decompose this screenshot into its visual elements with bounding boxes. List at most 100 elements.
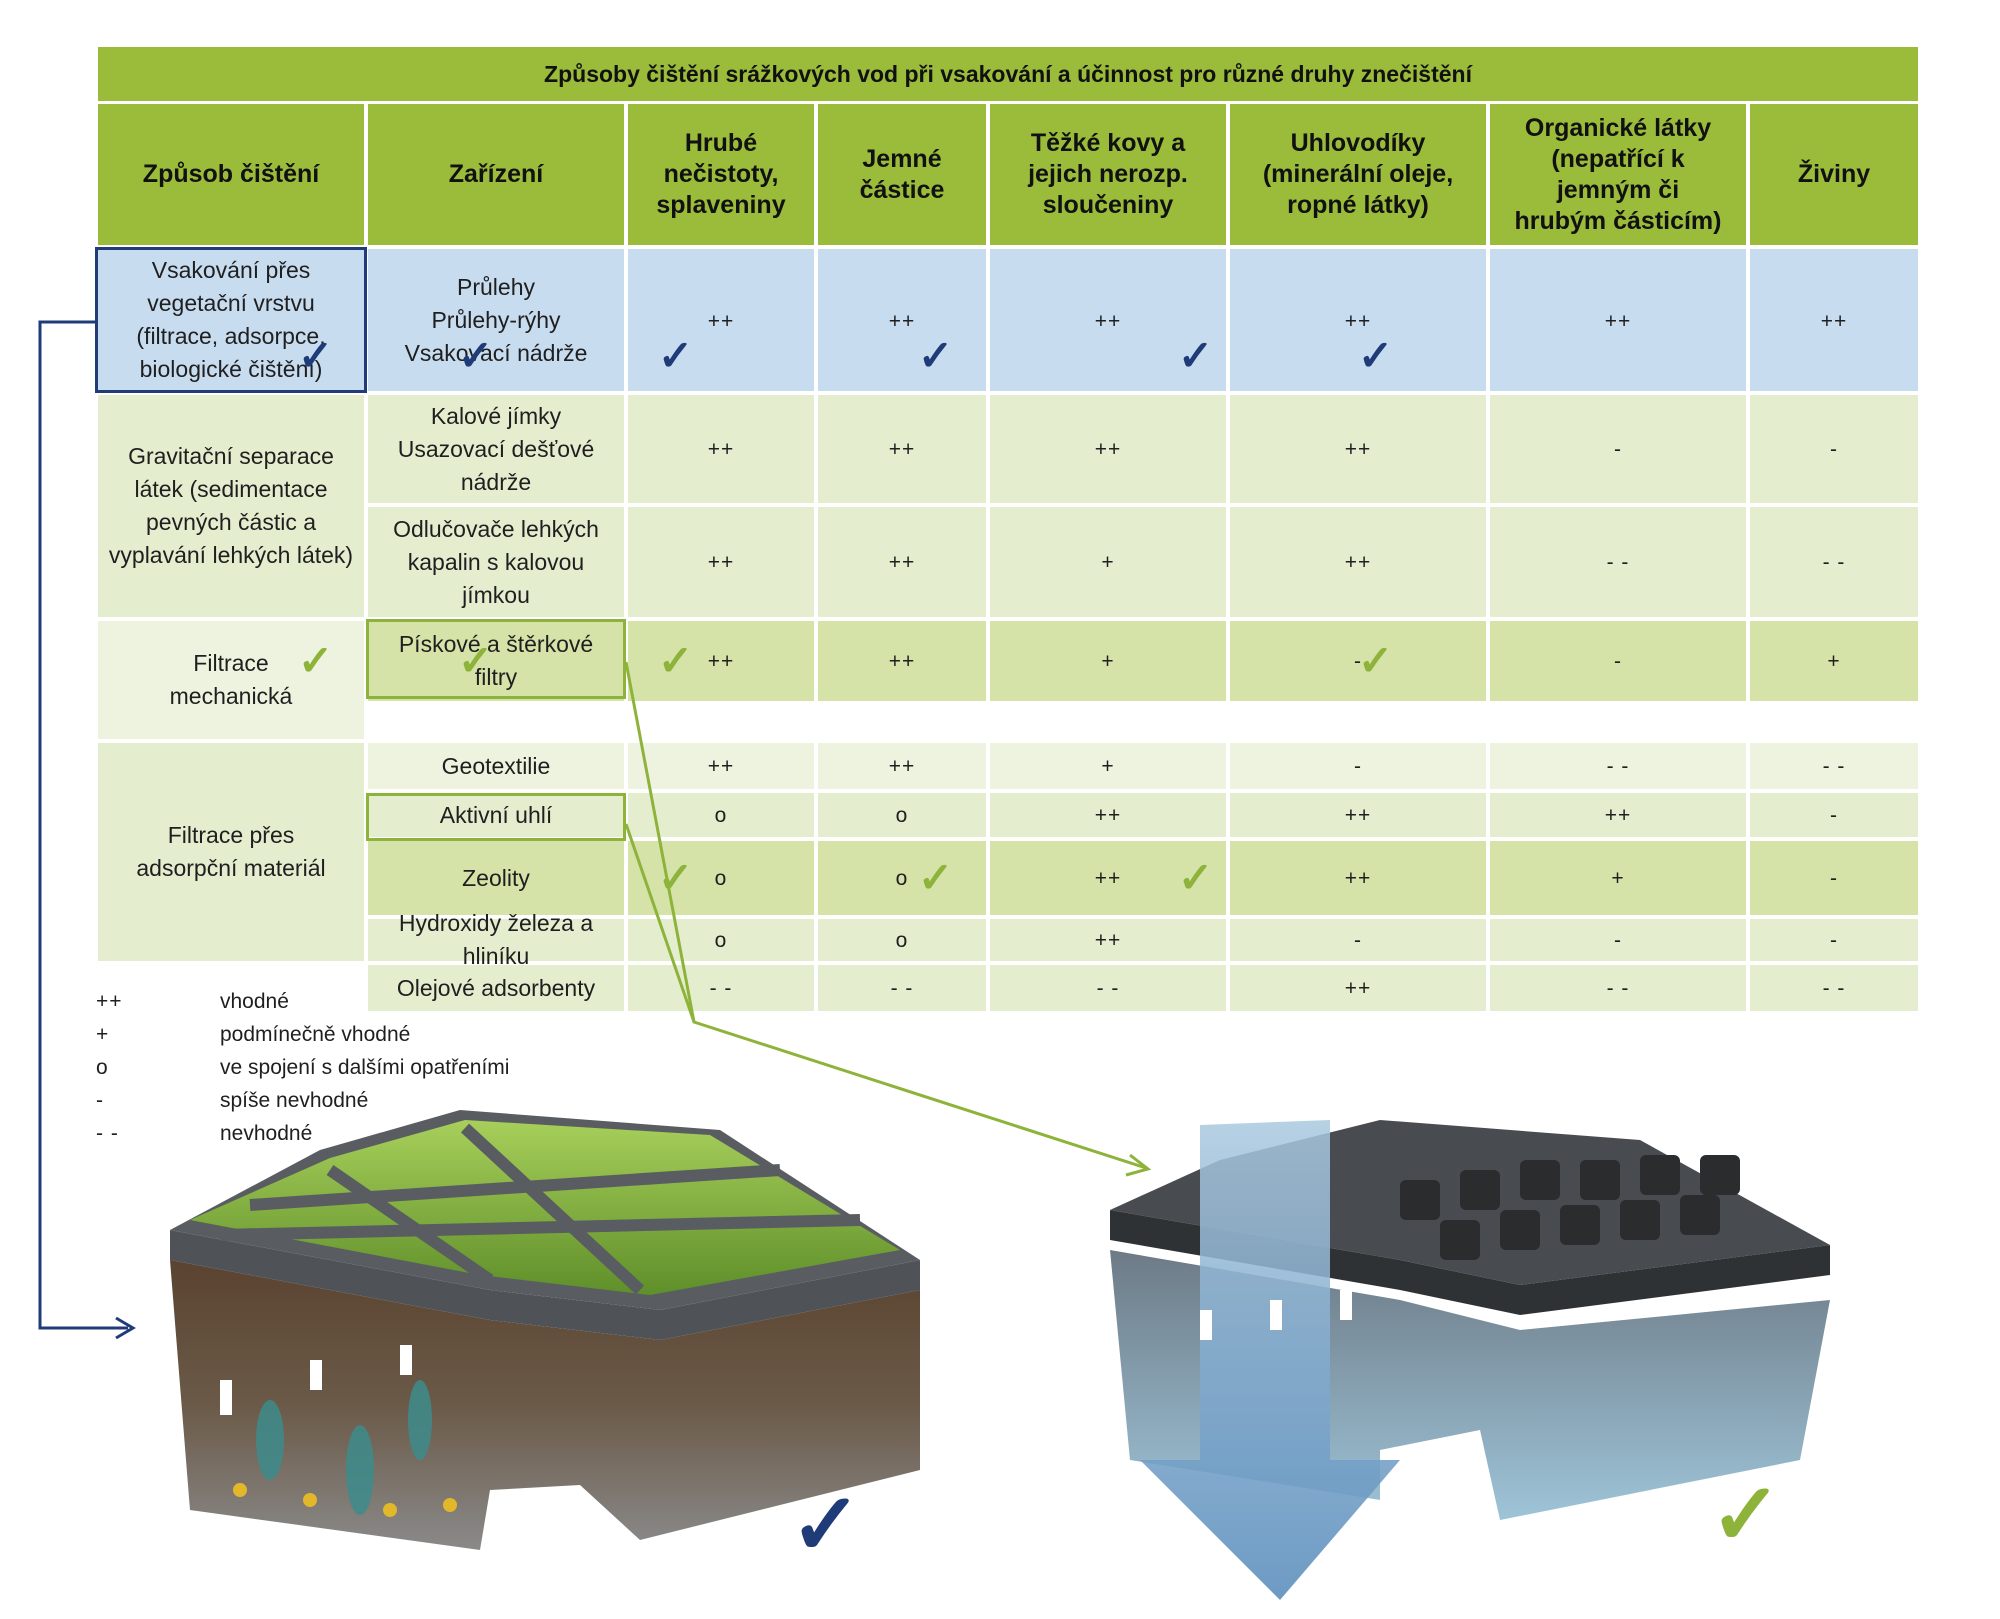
green-check-icon: ✓ xyxy=(918,854,954,901)
header-fine: Jemné částice xyxy=(818,104,986,245)
legend-row: o ve spojení s dalšími opatřeními xyxy=(96,1051,509,1084)
rating-cell: ++ xyxy=(1490,793,1746,837)
green-check-icon: ✓ xyxy=(458,637,494,684)
legend-text: nevhodné xyxy=(220,1121,313,1145)
rating-cell: - xyxy=(1750,919,1918,961)
rating-cell: - - xyxy=(1490,743,1746,789)
rating-cell: ++ xyxy=(1230,965,1486,1011)
rating-cell: + xyxy=(1490,841,1746,915)
rating-cell: - xyxy=(1490,621,1746,701)
rating-cell: - - xyxy=(1750,965,1918,1011)
rating-cell: - xyxy=(1490,919,1746,961)
device-cell: Olejové adsorbenty xyxy=(368,965,624,1011)
rating-cell: + xyxy=(990,621,1226,701)
rating-cell: o xyxy=(818,841,986,915)
rating-cell: ++ xyxy=(990,395,1226,503)
legend-symbol: + xyxy=(96,1022,110,1046)
rating-cell: ++ xyxy=(628,395,814,503)
rating-cell: ++ xyxy=(990,793,1226,837)
blue-check-icon: ✓ xyxy=(1178,332,1214,379)
blue-check-icon: ✓ xyxy=(918,332,954,379)
legend-symbol: ++ xyxy=(96,989,123,1013)
rating-cell: - xyxy=(1750,793,1918,837)
legend-text: spíše nevhodné xyxy=(220,1088,369,1112)
rating-cell: ++ xyxy=(628,249,814,391)
rating-cell: ++ xyxy=(818,249,986,391)
device-cell: Odlučovače lehkých kapalin s kalovou jím… xyxy=(368,507,624,617)
legend-symbol: o xyxy=(96,1055,109,1079)
method-vegetation: Vsakování přes vegetační vrstvu (filtrac… xyxy=(98,249,364,391)
zeolite-highlight xyxy=(366,793,626,841)
rating-cell: ++ xyxy=(1230,395,1486,503)
rating-cell: - xyxy=(1750,395,1918,503)
device-cell: Aktivní uhlí xyxy=(368,793,624,837)
rating-cell: - xyxy=(1230,621,1486,701)
header-coarse: Hrubé nečistoty, splaveniny xyxy=(628,104,814,245)
blue-check-icon: ✓ xyxy=(790,1477,863,1573)
header-organic: Organické látky (nepatřící k jemným či h… xyxy=(1490,104,1746,245)
rating-cell: ++ xyxy=(818,621,986,701)
rating-cell: ++ xyxy=(818,743,986,789)
rating-cell: - - xyxy=(990,965,1226,1011)
rating-cell: ++ xyxy=(1490,249,1746,391)
rating-cell: - xyxy=(1230,919,1486,961)
blue-check-icon: ✓ xyxy=(298,332,334,379)
rating-cell: + xyxy=(990,507,1226,617)
header-device: Zařízení xyxy=(368,104,624,245)
header-method: Způsob čištění xyxy=(98,104,364,245)
device-cell: Kalové jímky Usazovací dešťové nádrže xyxy=(368,395,624,503)
rating-cell: + xyxy=(1750,621,1918,701)
method-adsorption: Filtrace přes adsorpční materiál xyxy=(98,743,364,961)
rating-cell: - - xyxy=(1750,507,1918,617)
blue-check-icon: ✓ xyxy=(458,332,494,379)
legend-symbol: - - xyxy=(96,1121,119,1145)
rating-cell: ++ xyxy=(818,507,986,617)
rating-cell: - - xyxy=(1490,507,1746,617)
grass-paver-infiltration-icon xyxy=(170,1110,920,1550)
device-cell: Průlehy Průlehy-rýhy Vsakovací nádrže xyxy=(368,249,624,391)
rating-cell: ++ xyxy=(1230,249,1486,391)
rating-cell: - - xyxy=(1490,965,1746,1011)
header-hydrocarbons: Uhlovodíky (minerální oleje, ropné látky… xyxy=(1230,104,1486,245)
method-mechanical: Filtrace mechanická xyxy=(98,621,364,739)
rating-cell: ++ xyxy=(1750,249,1918,391)
device-cell: Geotextilie xyxy=(368,743,624,789)
legend-text: podmínečně vhodné xyxy=(220,1022,411,1046)
green-check-icon: ✓ xyxy=(298,637,334,684)
rating-cell: - xyxy=(1490,395,1746,503)
rating-cell: ++ xyxy=(818,395,986,503)
rating-cell: - - xyxy=(1750,743,1918,789)
rating-cell: o xyxy=(818,919,986,961)
blue-check-icon: ✓ xyxy=(658,332,694,379)
rating-cell: o xyxy=(628,919,814,961)
rating-cell: ++ xyxy=(628,621,814,701)
rating-cell: + xyxy=(990,743,1226,789)
legend-row: + podmínečně vhodné xyxy=(96,1018,509,1051)
legend-symbol: - xyxy=(96,1088,104,1112)
green-check-icon: ✓ xyxy=(1710,1467,1783,1563)
permeable-paver-filter-icon xyxy=(1110,1120,1830,1600)
method-gravity: Gravitační separace látek (sedimentace p… xyxy=(98,395,364,617)
rating-cell: ++ xyxy=(990,919,1226,961)
vegetation-highlight xyxy=(95,247,367,393)
green-check-icon: ✓ xyxy=(658,637,694,684)
header-metals: Těžké kovy a jejich nerozp. sloučeniny xyxy=(990,104,1226,245)
rating-cell: - xyxy=(1230,743,1486,789)
rating-cell: o xyxy=(628,841,814,915)
legend-text: ve spojení s dalšími opatřeními xyxy=(220,1055,510,1079)
rating-cell: ++ xyxy=(1230,793,1486,837)
legend-row: - - nevhodné xyxy=(96,1117,509,1150)
header-nutrients: Živiny xyxy=(1750,104,1918,245)
table-title: Způsoby čištění srážkových vod při vsako… xyxy=(98,47,1918,101)
sand-filter-highlight xyxy=(366,619,626,699)
green-check-icon: ✓ xyxy=(1178,854,1214,901)
rating-cell: o xyxy=(818,793,986,837)
device-cell: Hydroxidy železa a hliníku xyxy=(368,910,624,969)
rating-cell: ++ xyxy=(628,743,814,789)
rating-cell: ++ xyxy=(1230,507,1486,617)
rating-cell: ++ xyxy=(628,507,814,617)
rating-cell: - - xyxy=(628,965,814,1011)
rating-cell: - - xyxy=(818,965,986,1011)
device-cell: Zeolity xyxy=(368,841,624,915)
